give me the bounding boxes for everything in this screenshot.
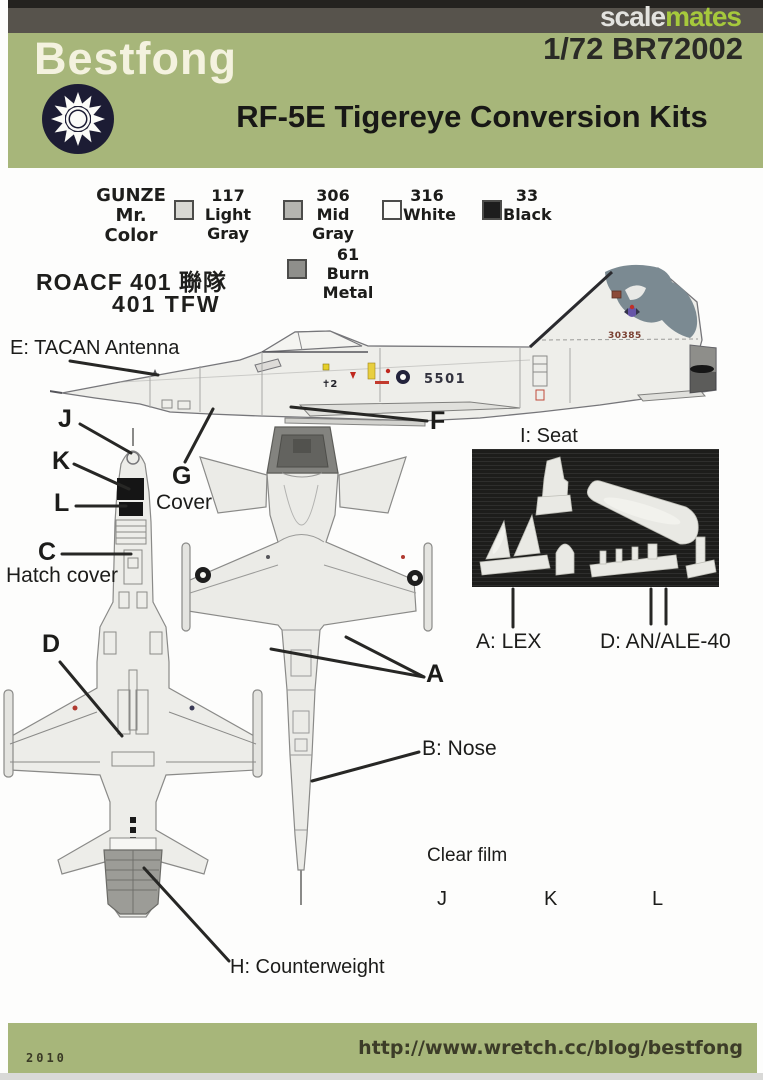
paint-name: Light Gray xyxy=(204,205,252,243)
paint-code: 306 xyxy=(316,186,350,205)
nose-camera-window-j xyxy=(126,451,140,465)
label-d: D xyxy=(42,630,61,658)
roc-roundel-icon xyxy=(42,84,114,154)
clear-film-title: Clear film xyxy=(427,845,508,866)
cockpit-seat-area xyxy=(266,426,339,474)
svg-text:✝2: ✝2 xyxy=(322,379,337,390)
footer-banner: 2010 http://www.wretch.cc/blog/bestfong xyxy=(8,1023,757,1073)
clear-film-item-k: K xyxy=(544,888,558,910)
tacan-antenna-mark xyxy=(152,369,158,376)
label-a-lex: A: LEX xyxy=(476,630,542,653)
tail-badge-decal xyxy=(624,304,640,317)
footer-year: 2010 xyxy=(26,1051,67,1065)
lex-fin-part xyxy=(513,513,541,557)
label-d-an-ale-40: D: AN/ALE-40 xyxy=(600,630,731,653)
label-c-hatch-cover: Hatch cover xyxy=(6,564,119,587)
seat-base-part xyxy=(535,494,573,516)
camera-window-k xyxy=(117,478,144,500)
wing-roundels xyxy=(195,567,423,586)
resin-parts-photo xyxy=(472,449,719,587)
paint-name: Mid Gray xyxy=(312,205,354,243)
dispenser-rail-part xyxy=(589,554,679,578)
clear-film-item-j: J xyxy=(437,888,447,910)
product-code: 1/72 BR72002 xyxy=(543,31,743,66)
label-tacan-antenna: E: TACAN Antenna xyxy=(10,337,180,359)
label-a: A xyxy=(426,660,445,688)
brand-logo: Bestfong xyxy=(34,33,237,84)
label-i-seat: I: Seat xyxy=(520,425,578,447)
small-fairing-part xyxy=(555,543,575,576)
hatch-cover-panel xyxy=(123,549,143,585)
label-f: F xyxy=(430,407,446,435)
paint-brand-line1: GUNZE xyxy=(96,185,166,206)
paint-brand: GUNZE Mr. Color xyxy=(95,186,167,246)
label-g: G xyxy=(172,462,192,490)
paint-code: 117 xyxy=(211,186,245,205)
scalemates-text-2: mates xyxy=(665,1,742,32)
scalemates-watermark: scalemates xyxy=(599,1,742,33)
label-c: C xyxy=(38,538,57,566)
scalemates-text-1: scale xyxy=(599,1,666,32)
footer-url: http://www.wretch.cc/blog/bestfong xyxy=(358,1037,743,1059)
clear-film-item-l: L xyxy=(652,888,664,910)
label-j: J xyxy=(58,405,72,433)
header-banner: Bestfong 1/72 BR72002 RF-5E Tigereye Con… xyxy=(8,31,763,168)
paint-swatch xyxy=(482,200,502,220)
paint-swatch xyxy=(382,200,402,220)
paint-name: Black xyxy=(503,205,552,224)
paint-name: Burn Metal xyxy=(322,264,374,302)
nose-top-view-drawing xyxy=(181,426,433,905)
label-l: L xyxy=(54,489,70,517)
seat-part xyxy=(541,456,569,502)
label-k: K xyxy=(52,447,71,475)
paint-code: 61 xyxy=(336,245,360,264)
label-g-cover: Cover xyxy=(156,491,213,514)
fuselage-roundel xyxy=(396,370,410,384)
top-bar: scalemates xyxy=(8,0,763,33)
paint-code: 33 xyxy=(515,186,539,205)
tail-camo-patch xyxy=(605,264,698,338)
page-bottom-edge xyxy=(0,1073,763,1080)
lex-base-part xyxy=(479,554,551,576)
paint-name: White xyxy=(403,205,457,224)
counterweight-part xyxy=(103,849,163,915)
camera-window-l xyxy=(119,502,143,516)
unit-name-cn: ROACF 401 聯隊 xyxy=(36,269,227,295)
tail-flag-decal xyxy=(611,290,622,299)
label-h-counterweight: H: Counterweight xyxy=(230,956,385,978)
paint-swatch xyxy=(174,200,194,220)
label-b-nose: B: Nose xyxy=(422,737,497,760)
paint-swatch xyxy=(287,259,307,279)
paint-brand-line2: Mr. Color xyxy=(104,205,158,246)
page-title: RF-5E Tigereye Conversion Kits xyxy=(236,99,708,134)
paint-code: 316 xyxy=(410,186,444,205)
fuselage-number: 5501 xyxy=(424,372,466,387)
paint-swatch xyxy=(283,200,303,220)
tail-number: 30385 xyxy=(608,331,642,341)
unit-name-en: 401 TFW xyxy=(112,291,221,317)
